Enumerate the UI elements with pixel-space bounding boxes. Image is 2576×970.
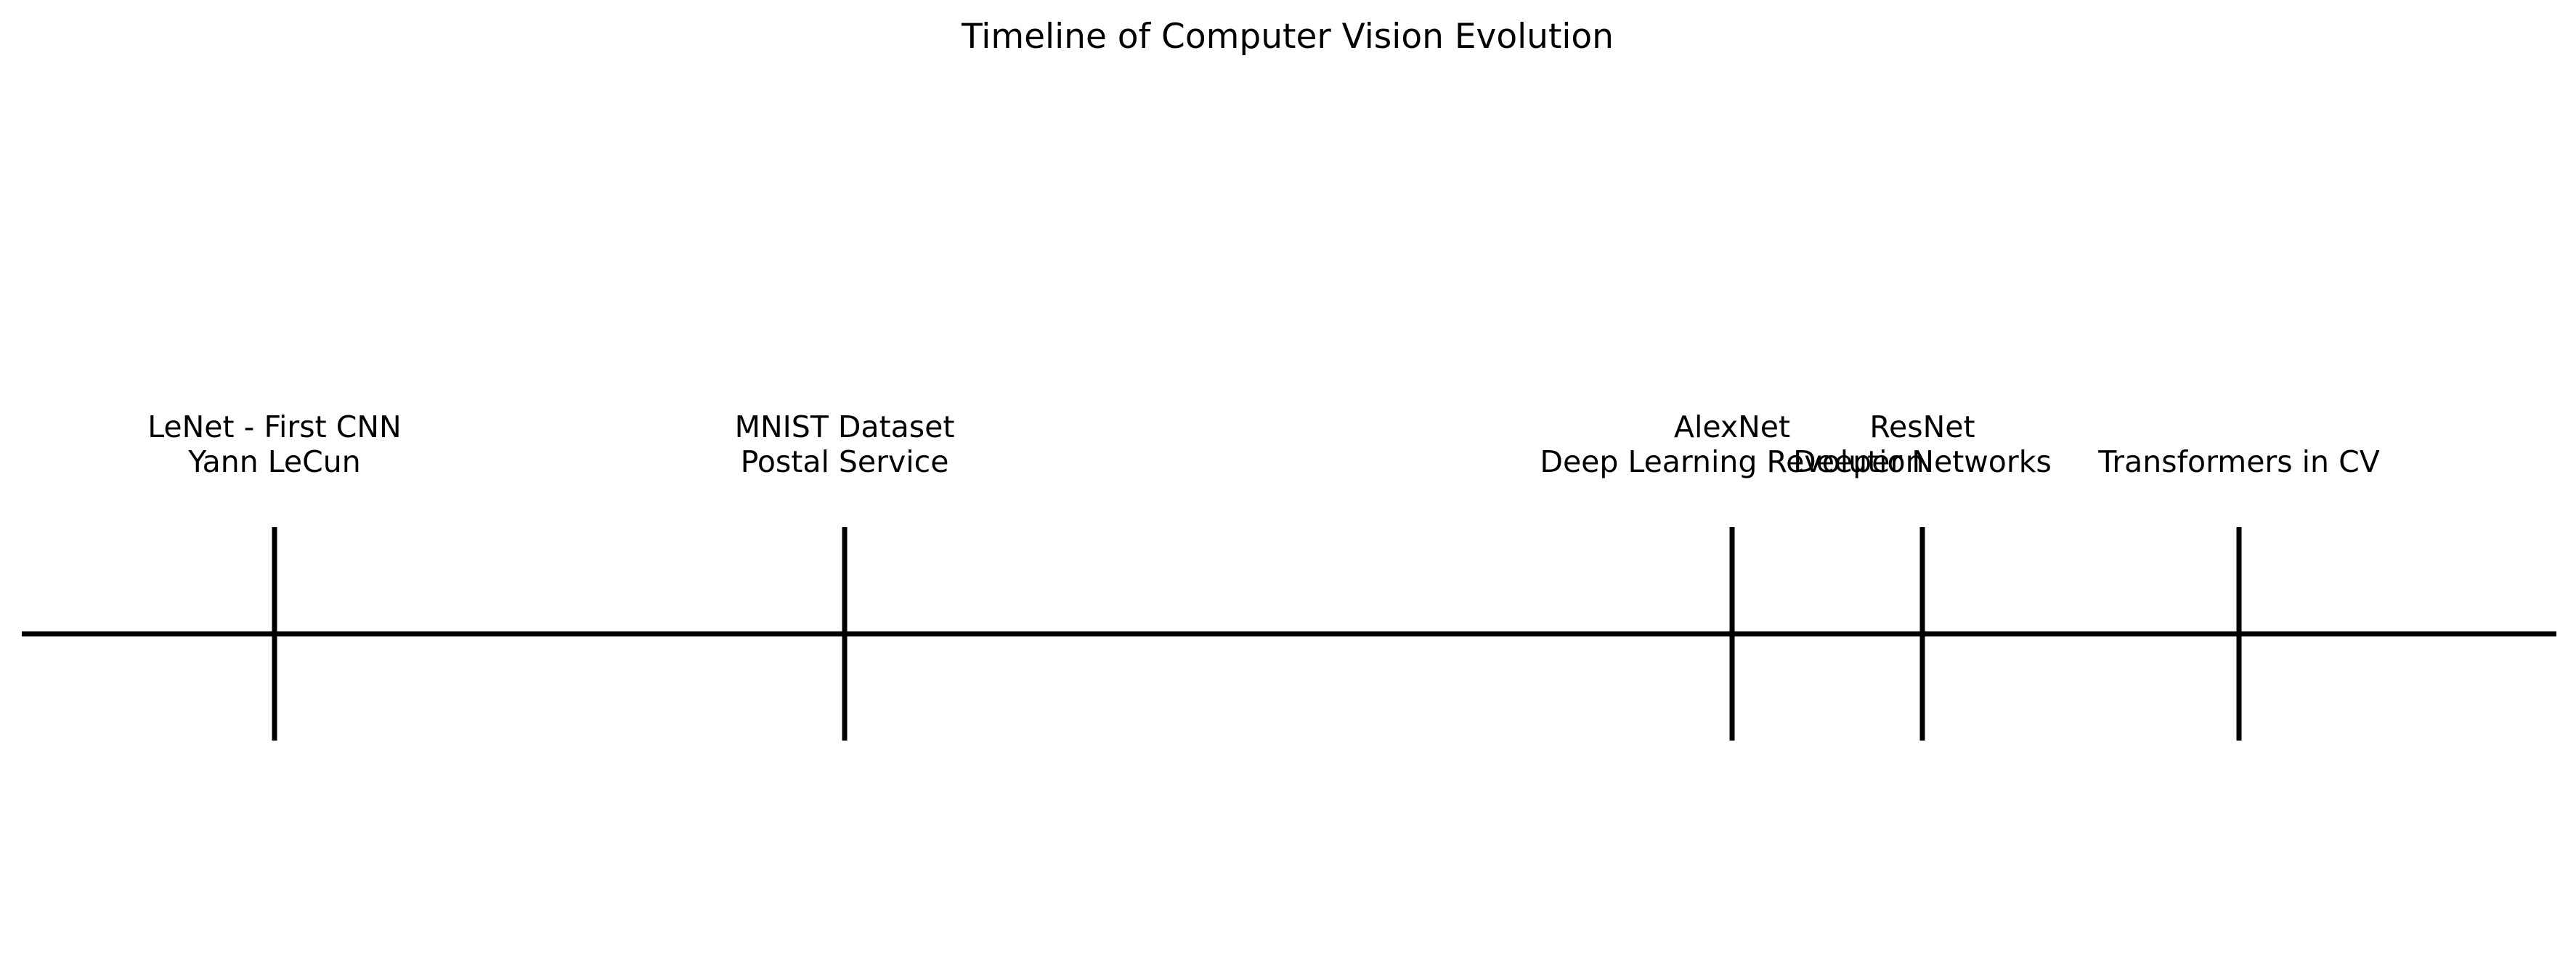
event-sublabel: Deep Learning Revolution [1540, 444, 1924, 479]
event-label: MNIST Dataset [735, 409, 955, 444]
event-label: ResNet [1869, 409, 1975, 444]
event-label: AlexNet [1674, 409, 1790, 444]
event-sublabel: Deeper Networks [1793, 444, 2052, 479]
event-label: LeNet - First CNN [147, 409, 401, 444]
timeline-event: Transformers in CV [2097, 444, 2380, 741]
event-label: Transformers in CV [2097, 444, 2380, 479]
event-sublabel: Yann LeCun [187, 444, 360, 479]
chart-title: Timeline of Computer Vision Evolution [961, 17, 1614, 57]
event-sublabel: Postal Service [741, 444, 949, 479]
